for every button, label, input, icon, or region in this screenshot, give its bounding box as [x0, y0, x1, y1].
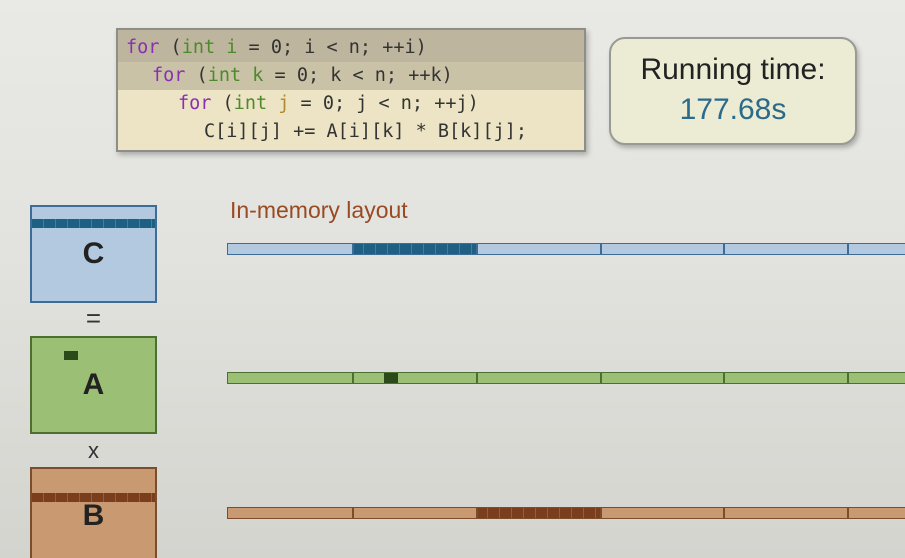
matrix-a-label: A [82, 368, 105, 401]
memory-b-divider [600, 507, 602, 519]
code-snippet: for (int i = 0; i < n; ++i) for (int k =… [116, 28, 586, 152]
matrix-a: A [30, 336, 157, 434]
code-line-j-loop: for (int j = 0; j < n; ++j) [178, 93, 479, 114]
memory-c-divider [352, 243, 354, 255]
times-sign: x [88, 438, 99, 463]
code-line-k-loop: for (int k = 0; k < n; ++k) [118, 62, 584, 90]
matrix-b-label: B [82, 499, 105, 532]
memory-a-divider [847, 372, 849, 384]
memory-b-divider [352, 507, 354, 519]
code-line-body: C[i][j] += A[i][k] * B[k][j]; [204, 121, 528, 142]
memory-c-divider [847, 243, 849, 255]
matrix-b: B [30, 467, 157, 558]
matrix-a-element-highlight [64, 351, 78, 360]
memory-b-highlight [476, 508, 600, 518]
running-time-value: 177.68s [679, 93, 787, 126]
matrix-b-row-highlight [32, 493, 155, 502]
memory-c-divider [476, 243, 478, 255]
memory-c-divider [600, 243, 602, 255]
memory-c-divider [723, 243, 725, 255]
memory-b-divider [476, 507, 478, 519]
memory-b-divider [723, 507, 725, 519]
memory-b-divider [847, 507, 849, 519]
running-time-box: Running time: 177.68s [609, 37, 857, 145]
memory-c-highlight [352, 244, 476, 254]
memory-a-highlight [384, 373, 398, 383]
memory-a-divider [352, 372, 354, 384]
memory-a-divider [723, 372, 725, 384]
matrix-c-label: C [82, 237, 105, 270]
matrix-c-row-highlight [32, 219, 155, 228]
memory-a-divider [600, 372, 602, 384]
running-time-label: Running time: [640, 53, 826, 86]
memory-a-divider [476, 372, 478, 384]
code-line-i-loop: for (int i = 0; i < n; ++i) [118, 34, 584, 62]
equals-sign: = [85, 303, 102, 333]
in-memory-layout-label: In-memory layout [230, 197, 408, 223]
memory-strip-c [227, 243, 905, 255]
matrix-c: C [30, 205, 157, 303]
memory-strip-b [227, 507, 905, 519]
memory-strip-a [227, 372, 905, 384]
